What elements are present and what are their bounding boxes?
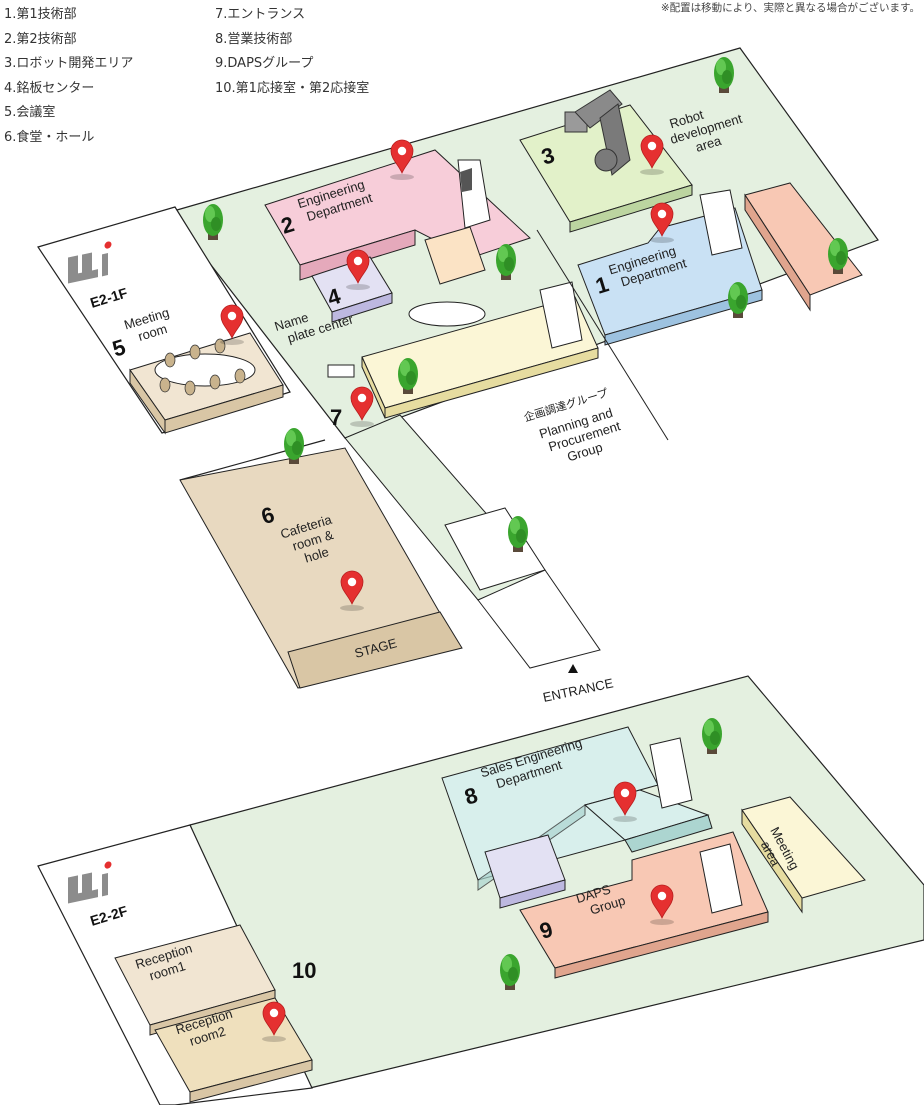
legend-item: 4.銘板センター xyxy=(4,80,95,96)
legend-column-1: 1.第1技術部 2.第2技術部 3.ロボット開発エリア 4.銘板センター 5.会… xyxy=(4,3,133,150)
room-number: 10 xyxy=(292,958,316,983)
legend-item: 6.食堂・ホール xyxy=(4,129,95,145)
legend-column-2: 7.エントランス 8.営業技術部 9.DAPSグループ 10.第1応接室・第2応… xyxy=(215,3,369,101)
legend-item: 10.第1応接室・第2応接室 xyxy=(215,80,370,96)
room-label: area xyxy=(694,133,724,155)
entrance-arrow-icon xyxy=(568,664,578,673)
legend-item: 7.エントランス xyxy=(215,7,306,22)
room-label: hole xyxy=(303,544,331,566)
floor1-main-area xyxy=(168,47,879,439)
placement-note: ※配置は移動により、実際と異なる場合がございます。 xyxy=(660,2,920,14)
plant-icon xyxy=(728,282,748,318)
room-number: 7 xyxy=(330,405,342,430)
legend-item: 1.第1技術部 xyxy=(4,7,77,22)
legend-item: 5.会議室 xyxy=(4,105,56,120)
robot-arm-icon xyxy=(564,89,631,176)
legend-item: 9.DAPSグループ xyxy=(215,56,314,71)
legend-item: 2.第2技術部 xyxy=(4,31,77,47)
stage xyxy=(287,611,463,689)
legend-item: 3.ロボット開発エリア xyxy=(4,56,134,71)
legend-item: 8.営業技術部 xyxy=(215,31,293,47)
entrance-label: ENTRANCE xyxy=(542,675,615,705)
